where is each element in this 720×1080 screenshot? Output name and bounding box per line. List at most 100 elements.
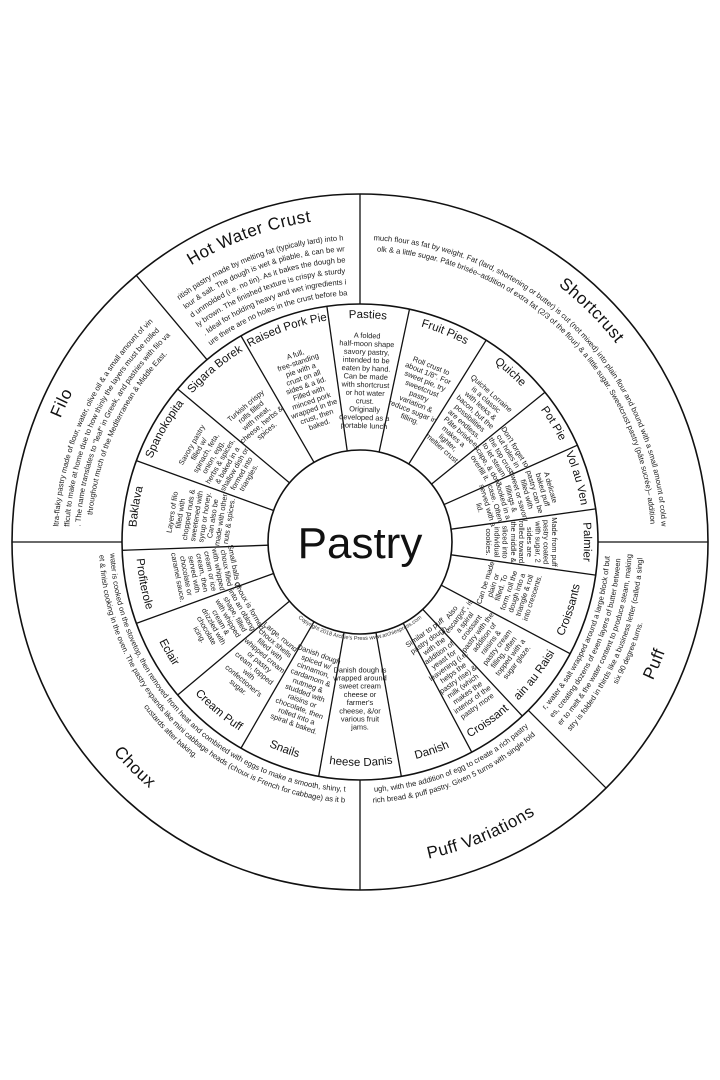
inner-title-12: Eclair — [157, 637, 182, 668]
outer-title-2: Puff Variations — [425, 802, 538, 863]
inner-title-6: Pain au Raisin — [0, 0, 557, 703]
outer-desc-1-line-3-path: Classic puff pastry is folded in thirds … — [0, 0, 645, 733]
inner-desc-9-line-1: wrapped around — [332, 674, 386, 683]
inner-divider-18 — [326, 306, 348, 451]
outer-title-3: Choux — [110, 742, 159, 791]
outer-title-4: Filo — [47, 385, 77, 420]
inner-title-5: Croissants — [555, 583, 583, 638]
inner-divider-17 — [240, 335, 315, 463]
inner-title-2: Pot Pie — [538, 404, 568, 442]
inner-title-0-path: Fruit Pies — [420, 318, 470, 348]
outer-desc-1-line-2: causes the butter to melt & the water co… — [0, 0, 634, 727]
inner-divider-0 — [378, 309, 411, 453]
inner-title-18: Pasties — [349, 309, 388, 323]
outer-desc-5-line-3-path: smooth & uniformly brown. The finished t… — [0, 0, 346, 329]
inner-divider-7 — [422, 608, 523, 717]
inner-desc-18-line-8: crust. — [356, 396, 374, 406]
inner-desc-6: Also"escargot", isa spiralcroissantpastr… — [441, 597, 532, 681]
inner-title-6-path: Pain au Raisin — [0, 0, 557, 703]
inner-desc-18-line-5: Can be made — [343, 371, 388, 382]
inner-title-10-path: Snails — [268, 738, 301, 760]
inner-desc-4-line-5: the middle & — [509, 521, 518, 562]
outer-desc-1-line-2-path: causes the butter to melt & the water co… — [0, 0, 634, 727]
inner-divider-12 — [177, 600, 290, 696]
inner-desc-18-line-10: developed as a — [339, 412, 390, 423]
outer-title-4-path: Filo — [47, 385, 76, 420]
inner-desc-4-line-7: individual — [492, 527, 501, 558]
inner-desc-9-line-4: farmer's — [347, 698, 374, 707]
outer-desc-3-line-2-path: custards after baking. — [142, 703, 199, 760]
inner-divider-13 — [136, 572, 274, 625]
inner-divider-14 — [122, 544, 269, 551]
copyright-text-path: Copyright 2018 Archie's Press www.archie… — [297, 615, 424, 642]
inner-title-10: Snails — [268, 738, 301, 760]
inner-title-16: Sigara Borek — [185, 343, 244, 395]
inner-desc-4-line-8: cookies. — [484, 528, 493, 555]
inner-divider-5 — [451, 554, 596, 576]
inner-divider-8 — [402, 622, 473, 753]
inner-desc-9-line-6: various fruit — [341, 715, 379, 724]
inner-desc-9-line-0: Danish dough is — [333, 665, 386, 674]
inner-desc-9-line-3: cheese or — [344, 690, 377, 699]
outer-desc-5-line-2: fillings & baked unmolded (i.e. no tin).… — [0, 0, 346, 320]
inner-desc-18-line-9: Originally — [349, 404, 380, 414]
inner-desc-18-line-7: or hot water — [345, 388, 385, 398]
inner-title-8: Danish — [413, 739, 450, 762]
inner-title-12-path: Eclair — [157, 637, 182, 668]
center-title: Pastry — [298, 519, 423, 568]
inner-desc-9-line-5: cheese, &/or — [339, 706, 381, 715]
outer-desc-5-line-3: smooth & uniformly brown. The finished t… — [0, 0, 346, 329]
inner-desc-18-line-11: portable lunch — [341, 420, 388, 431]
outer-title-3-path: Choux — [110, 742, 159, 791]
inner-desc-4-line-0: Made from puff — [550, 517, 559, 568]
inner-desc-18-line-1: half-moon shape — [339, 338, 394, 349]
outer-desc-5-line-4: crumbly than flaky. Ideal for holding he… — [0, 0, 347, 337]
inner-title-13-path: Profiterole — [134, 558, 156, 611]
outer-desc-5-line-5-path: Be sure there are no holes in the crust … — [0, 0, 348, 347]
inner-title-14: Baklava — [127, 484, 145, 527]
copyright-text: Copyright 2018 Archie's Press www.archie… — [297, 615, 424, 642]
outer-title-1: Puff — [639, 646, 669, 682]
inner-divider-2 — [431, 391, 546, 485]
inner-divider-10 — [318, 632, 345, 777]
wheel-spokes — [12, 194, 708, 890]
inner-title-8-path: Danish — [413, 739, 450, 762]
outer-divider-5 — [135, 274, 208, 361]
inner-title-16-path: Sigara Borek — [185, 343, 244, 395]
outer-desc-5-line-5: Be sure there are no holes in the crust … — [0, 0, 348, 347]
inner-title-18-path: Pasties — [349, 309, 388, 323]
inner-desc-3-line-9: lid. — [474, 502, 485, 514]
inner-divider-6 — [440, 584, 571, 655]
inner-title-13: Profiterole — [134, 558, 156, 611]
inner-title-1: Quiche — [492, 356, 528, 389]
inner-desc-18-line-6: with shortcrust — [340, 379, 389, 390]
outer-desc-4-line-0-path: Tissue-thin, ultra-flaky pastry made of … — [0, 0, 155, 527]
inner-title-0: Fruit Pies — [420, 318, 470, 348]
inner-desc-4-line-6: sliced into — [501, 526, 510, 559]
outer-desc-5-line-4-path: crumbly than flaky. Ideal for holding he… — [0, 0, 347, 337]
inner-divider-9 — [375, 632, 402, 777]
inner-desc-9-line-2: sweet cream — [339, 682, 381, 691]
inner-divider-15 — [136, 459, 274, 512]
outer-desc-3-line-2: custards after baking. — [142, 703, 199, 760]
inner-desc-9-line-7: jams. — [350, 723, 369, 732]
inner-desc-4-line-1: pastry coated — [542, 520, 551, 564]
outer-desc-4-line-0: Tissue-thin, ultra-flaky pastry made of … — [0, 0, 155, 527]
inner-title-14-path: Baklava — [127, 484, 145, 527]
inner-title-5-path: Croissants — [555, 583, 583, 638]
outer-divider-2 — [527, 709, 607, 789]
outer-title-1-path: Puff — [639, 646, 668, 682]
outer-desc-1-line-3: Classic puff pastry is folded in thirds … — [0, 0, 645, 733]
inner-title-1-path: Quiche — [492, 356, 528, 389]
inner-title-2-path: Pot Pie — [538, 404, 568, 442]
inner-divider-11 — [240, 621, 315, 749]
